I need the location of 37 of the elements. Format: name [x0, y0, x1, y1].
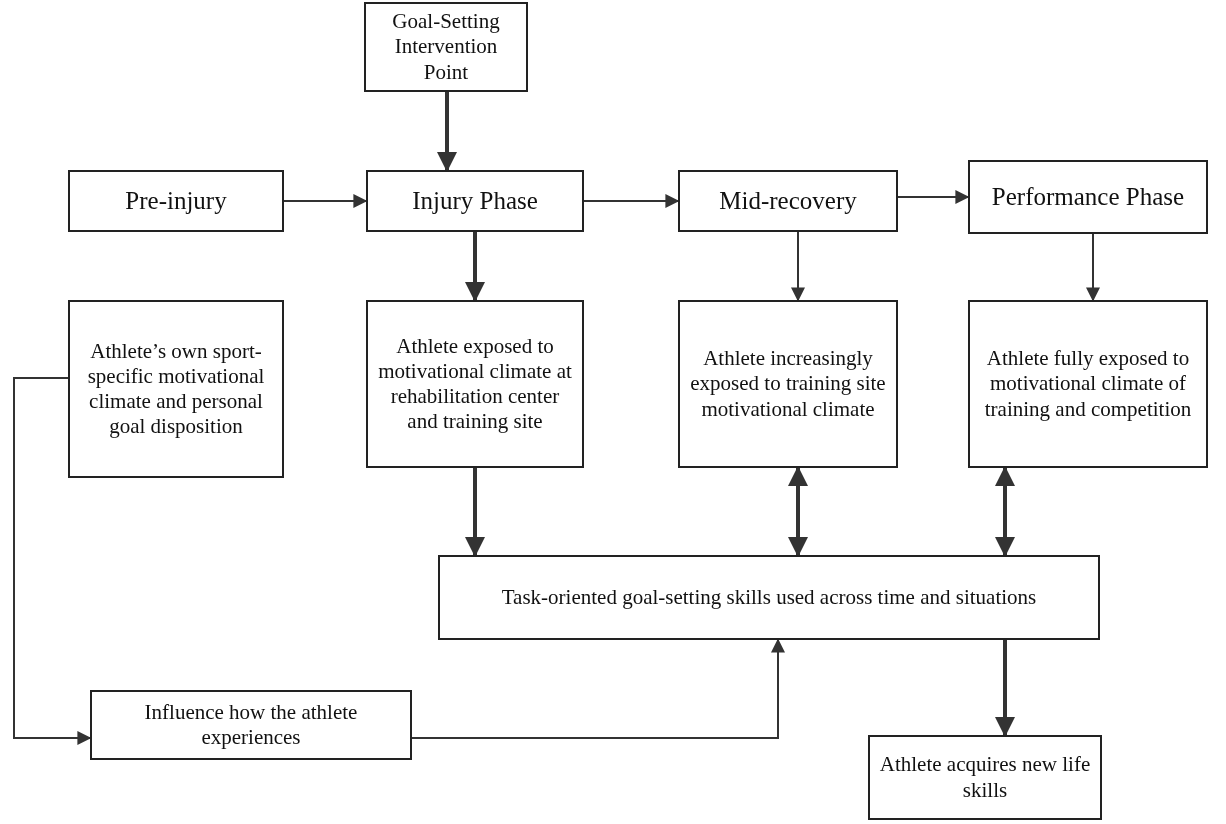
process-box	[868, 735, 1102, 820]
arrow	[465, 232, 485, 302]
arrow	[995, 640, 1015, 737]
box-text: Task-oriented goal-setting skills used across time and situations	[501, 584, 1037, 611]
process-box	[678, 170, 898, 232]
arrow	[995, 466, 1015, 557]
box-text: Pre-injury	[125, 186, 227, 216]
box-text: Injury Phase	[412, 186, 538, 216]
arrow	[583, 194, 680, 208]
process-box	[968, 160, 1208, 234]
process-box	[438, 555, 1100, 640]
arrow	[13, 377, 92, 745]
box-text: Athlete exposed to motivational climate at rehabilitation center and training site	[377, 333, 573, 435]
process-box	[678, 300, 898, 468]
arrow	[788, 466, 808, 557]
arrow	[411, 638, 785, 739]
arrow	[1086, 233, 1100, 302]
arrow	[465, 468, 485, 557]
box-text: Athlete acquires new life skills	[878, 752, 1092, 803]
process-box	[90, 690, 412, 760]
process-box	[366, 170, 584, 232]
arrow	[437, 92, 457, 172]
process-box	[68, 300, 284, 478]
box-text: Athlete fully exposed to motivational climate of training and competition	[983, 346, 1193, 422]
box-text: Mid-recovery	[719, 186, 857, 216]
box-text: Goal-Setting Intervention Point	[391, 9, 501, 85]
arrow	[283, 194, 368, 208]
process-box	[364, 2, 528, 92]
process-box	[968, 300, 1208, 468]
process-box	[68, 170, 284, 232]
box-text: Athlete increasingly exposed to training site motivational climate	[689, 346, 887, 422]
arrow	[897, 190, 970, 204]
process-box	[366, 300, 584, 468]
box-text: Influence how the athlete experiences	[143, 699, 359, 751]
arrow	[791, 231, 805, 302]
box-text: Athlete’s own sport-specific motivational climate and personal goal disposition	[86, 338, 266, 440]
box-text: Performance Phase	[991, 182, 1185, 212]
